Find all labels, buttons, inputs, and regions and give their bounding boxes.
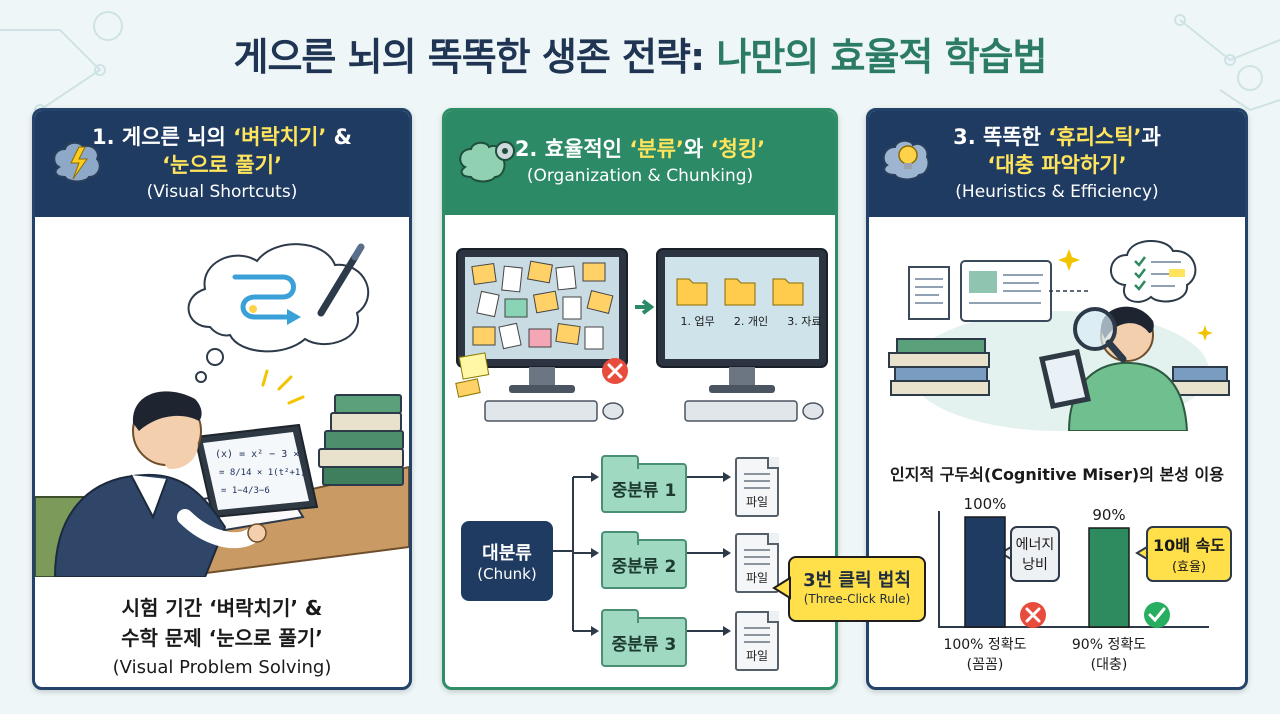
panel3-title-pre: 3. 똑똑한 [953,125,1049,149]
minor-category-2-label: 중분류 2 [611,556,677,577]
bar-value-label-2: 90% [1092,506,1125,524]
three-click-rule-sub: (Three-Click Rule) [803,592,911,606]
file-icon-1: 파일 [735,457,779,517]
thought-bubble [187,243,370,383]
panel-visual-shortcuts: 1. 게으른 뇌의 ‘벼락치기’ & ‘눈으로 풀기’ (Visual Shor… [32,108,412,690]
chart-title: 인지적 구두쇠(Cognitive Miser)의 본성 이용 [890,465,1224,484]
panel2-title-mid: 와 [683,137,711,161]
title-part1: 게으른 뇌의 똑똑한 생존 전략: [233,35,717,79]
panel3-title-hl1: ‘휴리스틱’ [1048,125,1142,149]
panel1-caption: 시험 기간 ‘벼락치기’ & 수학 문제 ‘눈으로 풀기’ (Visual Pr… [35,593,409,683]
panel1-caption-line3: (Visual Problem Solving) [112,657,332,678]
brain-gear-icon [459,141,515,183]
page-title: 게으른 뇌의 똑똑한 생존 전략: 나만의 효율적 학습법 [0,26,1280,81]
speed-callout: 10배 속도 (효율) [1135,526,1232,582]
minor-category-2: 중분류 2 [601,531,687,589]
panel2-subtitle: (Organization & Chunking) [526,166,754,186]
file-label-2: 파일 [745,571,769,585]
minor-category-3-label: 중분류 3 [611,634,677,655]
file-label-1: 파일 [745,495,769,509]
major-category-box: 대분류 (Chunk) [461,521,553,601]
panel1-caption-line1: 시험 기간 ‘벼락치기’ & [121,596,323,620]
panel1-subtitle: (Visual Shortcuts) [146,182,298,202]
panel3-subtitle: (Heuristics & Efficiency) [955,182,1159,202]
major-category-label: 대분류 [482,543,532,564]
panel1-title-hl2: ‘눈으로 풀기’ [162,153,282,177]
three-click-rule-label: 3번 클릭 법칙 [803,570,911,591]
student-tablet-illustration: (x) = x² − 3 × = 8/14 × 1(t²+1) = 1−4/3−… [35,243,409,577]
panel2-title: 2. 효율적인 ‘분류’와 ‘청킹’ [445,111,835,163]
tablet-math-line3: = 1−4/3−6 [221,486,270,496]
panel1-title: 1. 게으른 뇌의 ‘벼락치기’ & ‘눈으로 풀기’ [35,111,409,179]
skimming-illustration [888,239,1230,431]
panel3-title-hl2: ‘대충 파악하기’ [987,153,1127,177]
brain-lightbulb-icon [882,139,930,181]
panel3-title: 3. 똑똑한 ‘휴리스틱’과 ‘대충 파악하기’ [869,111,1245,179]
folder-label-personal: 2. 개인 [733,315,769,328]
folder-label-data: 3. 자료 [787,315,822,328]
panel1-title-pre: 1. 게으른 뇌의 [92,125,234,149]
tablet-math-line1: (x) = x² − 3 × [215,449,299,460]
panel2-title-hl2: ‘청킹’ [710,137,766,161]
three-click-rule-badge: 3번 클릭 법칙 (Three-Click Rule) [788,556,926,622]
bar-2 [1088,527,1130,628]
category-sublabel-1: (꼼꼼) [967,657,1004,673]
file-icon-3: 파일 [735,611,779,671]
speed-line1: 10배 속도 [1153,536,1225,555]
folder-labels: 1. 업무 2. 개인 3. 자료 [671,313,831,329]
major-category-sub: (Chunk) [477,565,537,583]
panel1-caption-line2: 수학 문제 ‘눈으로 풀기’ [121,626,323,650]
minor-category-1: 중분류 1 [601,455,687,513]
panel1-header: 1. 게으른 뇌의 ‘벼락치기’ & ‘눈으로 풀기’ (Visual Shor… [35,111,409,217]
wrong-x-icon [602,358,628,384]
bar-value-label-1: 100% [964,495,1007,513]
panel-organization-chunking: 2. 효율적인 ‘분류’와 ‘청킹’ (Organization & Chunk… [442,108,838,690]
brain-lightning-icon [53,141,101,183]
messy-monitor [455,248,628,422]
bar-1 [964,516,1006,628]
speed-line2: (효율) [1172,560,1206,575]
panel1-title-post: & [326,125,352,149]
transform-arrow [635,299,655,315]
file-icon-2: 파일 [735,533,779,593]
organized-monitor [656,248,828,422]
minor-category-1-label: 중분류 1 [611,480,677,501]
file-label-3: 파일 [745,649,769,663]
tablet-math-line2: = 8/14 × 1(t²+1) [219,468,306,478]
wrong-x-icon [1020,602,1046,628]
category-sublabel-2: (대충) [1091,657,1128,673]
panel-heuristics-efficiency: 3. 똑똑한 ‘휴리스틱’과 ‘대충 파악하기’ (Heuristics & E… [866,108,1248,690]
callout-pointer [772,576,791,600]
check-icon [1144,602,1170,628]
folder-label-work: 1. 업무 [680,315,715,328]
accuracy-bar-chart: 에너지 낭비 10배 속도 (효율) 100% 100% 정확도 (꼼꼼) 90% 90… [938,495,1232,673]
monitors-illustration [455,248,828,422]
category-label-1: 100% 정확도 [943,637,1026,653]
energy-waste-callout: 에너지 낭비 [999,526,1060,582]
panel2-header: 2. 효율적인 ‘분류’와 ‘청킹’ (Organization & Chunk… [445,111,835,215]
title-part2: 나만의 효율적 학습법 [716,35,1047,79]
energy-waste-line2: 낭비 [1022,557,1048,573]
category-label-2: 90% 정확도 [1072,637,1146,653]
panel3-title-post: 과 [1141,125,1161,149]
panel1-title-hl1: ‘벼락치기’ [233,125,327,149]
panel2-title-pre: 2. 효율적인 [514,137,630,161]
hierarchy-connectors [551,472,731,636]
panel2-title-hl1: ‘분류’ [629,137,684,161]
energy-waste-line1: 에너지 [1016,537,1055,553]
minor-category-3: 중분류 3 [601,609,687,667]
panel3-header: 3. 똑똑한 ‘휴리스틱’과 ‘대충 파악하기’ (Heuristics & E… [869,111,1245,217]
